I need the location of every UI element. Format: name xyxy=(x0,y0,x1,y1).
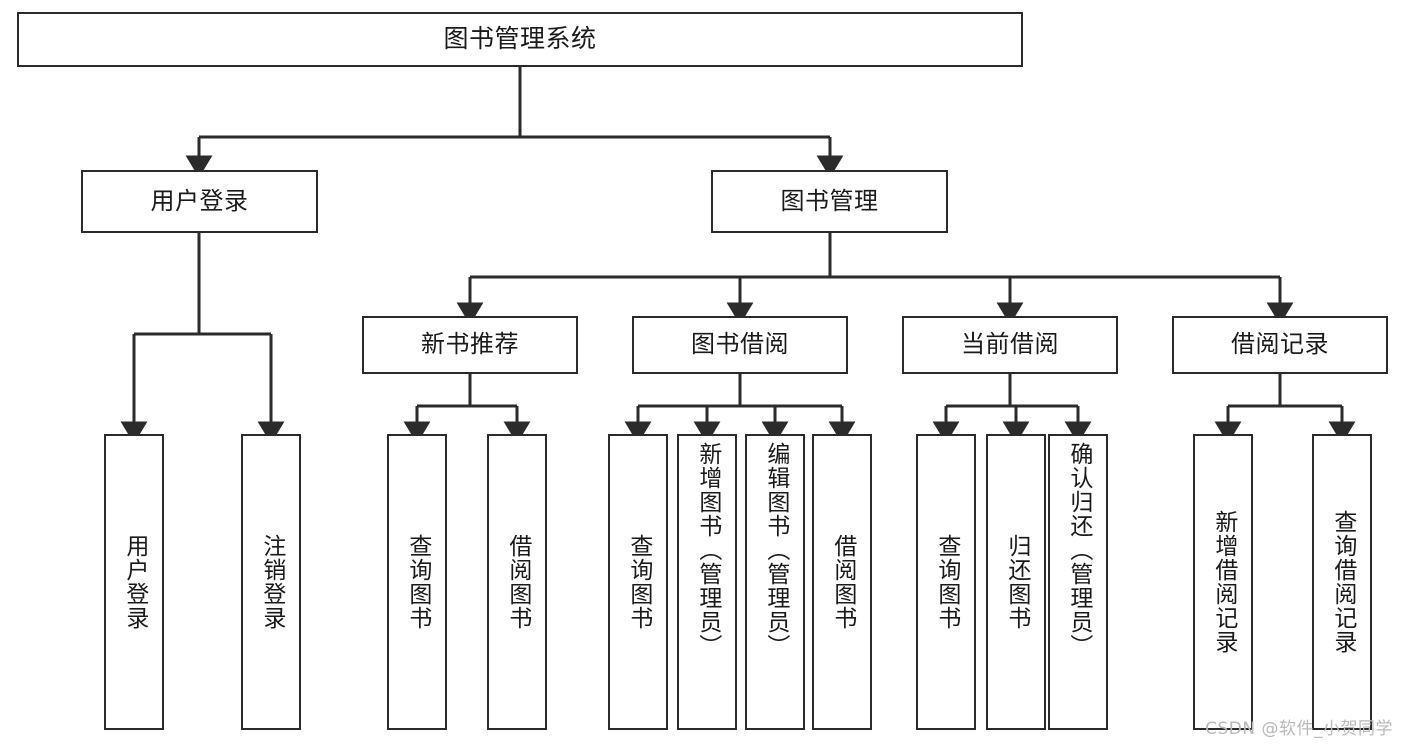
node-borrow-records-label: 借阅记录 xyxy=(1231,330,1329,359)
leaf-records-query-record[interactable]: 查询借阅记录 xyxy=(1312,434,1372,730)
leaf-borrow-borrow-book[interactable]: 借阅图书 xyxy=(812,434,872,730)
leaf-current-return-book[interactable]: 归还图书 xyxy=(986,434,1046,730)
leaf-borrow-query-book-label: 查询图书 xyxy=(625,534,652,630)
leaf-newbook-query-book-label: 查询图书 xyxy=(404,534,431,630)
leaf-borrow-add-book-label: 新增图书（管理员） xyxy=(694,442,721,658)
leaf-user-login-label: 用户登录 xyxy=(121,534,148,630)
node-root-label: 图书管理系统 xyxy=(443,24,597,54)
leaf-current-confirm-return-label: 确认归还（管理员） xyxy=(1065,442,1092,658)
leaf-borrow-edit-book-label: 编辑图书（管理员） xyxy=(762,442,789,658)
node-new-book-recommend[interactable]: 新书推荐 xyxy=(362,316,578,374)
leaf-newbook-borrow-book-label: 借阅图书 xyxy=(504,534,531,630)
leaf-borrow-add-book[interactable]: 新增图书（管理员） xyxy=(677,434,737,730)
leaf-newbook-borrow-book[interactable]: 借阅图书 xyxy=(487,434,547,730)
node-borrow-records[interactable]: 借阅记录 xyxy=(1172,316,1388,374)
leaf-borrow-edit-book[interactable]: 编辑图书（管理员） xyxy=(745,434,805,730)
node-book-borrow[interactable]: 图书借阅 xyxy=(632,316,848,374)
leaf-current-return-book-label: 归还图书 xyxy=(1003,534,1030,630)
watermark-text: CSDN @软件_小贺同学 xyxy=(1205,719,1393,739)
leaf-current-query-book[interactable]: 查询图书 xyxy=(916,434,976,730)
leaf-current-confirm-return[interactable]: 确认归还（管理员） xyxy=(1048,434,1108,730)
leaf-records-add-record[interactable]: 新增借阅记录 xyxy=(1193,434,1253,730)
node-book-borrow-label: 图书借阅 xyxy=(691,330,789,359)
node-current-borrow[interactable]: 当前借阅 xyxy=(902,316,1118,374)
leaf-newbook-query-book[interactable]: 查询图书 xyxy=(387,434,447,730)
leaf-user-login[interactable]: 用户登录 xyxy=(104,434,164,730)
node-user-login[interactable]: 用户登录 xyxy=(81,170,318,233)
leaf-current-query-book-label: 查询图书 xyxy=(933,534,960,630)
leaf-borrow-query-book[interactable]: 查询图书 xyxy=(608,434,668,730)
node-user-login-label: 用户登录 xyxy=(150,186,249,215)
leaf-records-query-record-label: 查询借阅记录 xyxy=(1329,510,1356,654)
node-book-management[interactable]: 图书管理 xyxy=(711,170,948,233)
leaf-borrow-borrow-book-label: 借阅图书 xyxy=(829,534,856,630)
node-root[interactable]: 图书管理系统 xyxy=(17,12,1023,67)
node-book-management-label: 图书管理 xyxy=(780,186,879,215)
leaf-logout[interactable]: 注销登录 xyxy=(241,434,301,730)
node-current-borrow-label: 当前借阅 xyxy=(961,330,1059,359)
leaf-records-add-record-label: 新增借阅记录 xyxy=(1210,510,1237,654)
leaf-logout-label: 注销登录 xyxy=(258,534,285,630)
node-new-book-recommend-label: 新书推荐 xyxy=(421,330,519,359)
